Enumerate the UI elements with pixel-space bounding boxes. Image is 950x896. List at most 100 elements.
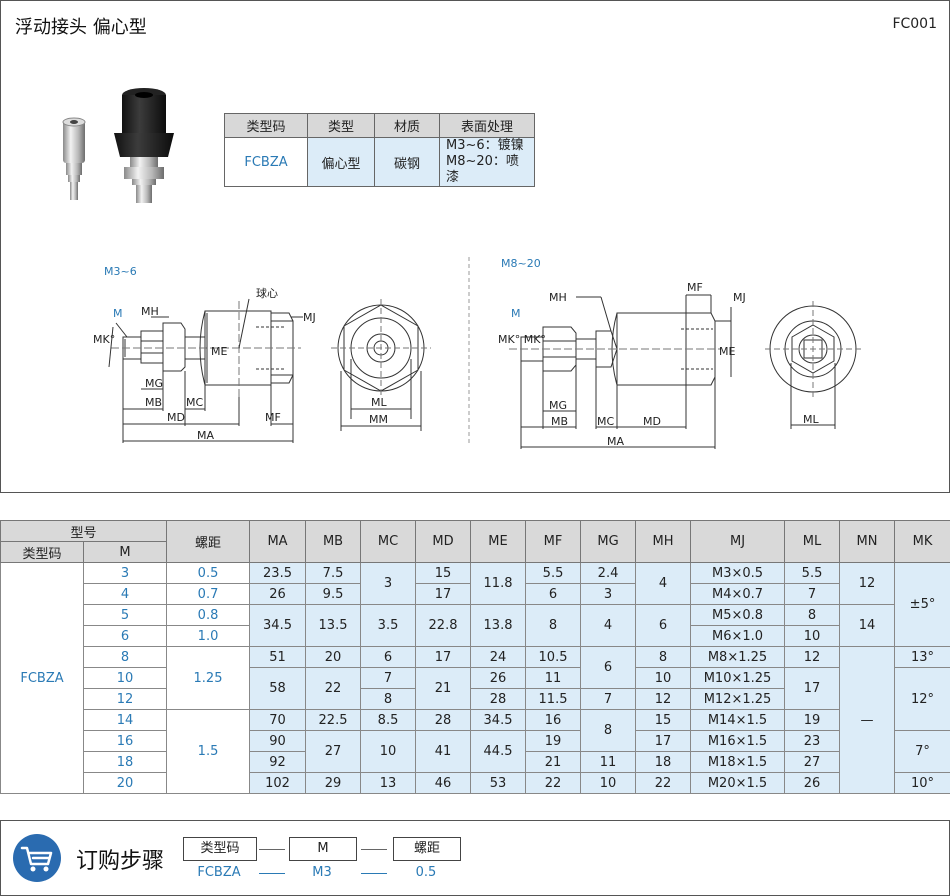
label-ml-left: ML [371,396,387,409]
mh-cell: 18 [635,751,692,773]
mc-cell: 3 [360,562,417,605]
mj-cell: M16×1.5 [690,730,786,752]
md-cell: 15 [415,562,472,584]
label-mh-left: MH [141,305,159,318]
header-type-code: 类型码 [0,541,84,563]
header-m: M [82,541,168,563]
label-mf-right: MF [687,281,703,294]
mh-cell: 4 [635,562,692,605]
cart-icon [13,834,61,882]
mg-cell: 8 [580,709,637,752]
label-mk-left: MK° [93,333,115,346]
type-finish-cell: M3~6：镀镍 M8~20：喷漆 [439,137,535,187]
type-header-material: 材质 [374,113,440,138]
table-row: FCBZA 3 0.5 23.5 7.5 3 15 11.8 5.5 2.4 4… [0,562,950,794]
mg-cell: 11 [580,751,637,773]
ml-cell: 12 [784,646,841,668]
mk-cell: 12° [894,667,950,731]
mg-cell: 10 [580,772,637,794]
product-panel: 浮动接头 偏心型 FC001 类型码 类型 [0,0,950,493]
ml-cell: 8 [784,604,841,626]
mf-cell: 11.5 [525,688,582,710]
ml-cell: 7 [784,583,841,605]
order-separator-blue [259,873,285,874]
header-ml: ML [784,520,841,563]
pitch-cell: 1.0 [166,625,251,647]
m-cell: 10 [82,667,168,689]
label-ml-right: ML [803,413,819,426]
ma-cell: 58 [249,667,307,710]
mj-cell: M12×1.25 [690,688,786,710]
mf-cell: 6 [525,583,582,605]
md-cell: 17 [415,583,472,605]
mj-cell: M6×1.0 [690,625,786,647]
mj-cell: M3×0.5 [690,562,786,584]
m-cell: 18 [82,751,168,773]
table-row: 20 102 29 13 46 53 22 10 22 M20×1.5 26 1… [1,772,950,794]
label-mc-left: MC [186,396,203,409]
finish-line-2: M8~20：喷漆 [446,154,519,185]
label-mk-right: MK° MK° [498,333,546,346]
label-ma-left: MA [197,429,214,442]
label-mb-right: MB [551,415,568,428]
mb-cell: 29 [305,772,362,794]
mh-cell: 12 [635,688,692,710]
mh-cell: 10 [635,667,692,689]
type-type-cell: 偏心型 [307,137,375,187]
header-mj: MJ [690,520,786,563]
m-cell: 8 [82,646,168,668]
mj-cell: M14×1.5 [690,709,786,731]
header-model: 型号 [0,520,168,542]
md-cell: 22.8 [415,604,472,647]
mf-cell: 10.5 [525,646,582,668]
mh-cell: 6 [635,604,692,647]
order-separator [259,849,285,850]
order-box-pitch: 螺距 [393,837,461,861]
label-mm-left: MM [369,413,388,426]
mb-cell: 22 [305,667,362,710]
m-cell: 12 [82,688,168,710]
mf-cell: 5.5 [525,562,582,584]
drawing-caption-right: M8~20 [501,257,541,270]
table-row: 12 8 28 11.5 7 12 M12×1.25 [1,688,950,710]
mh-cell: 15 [635,709,692,731]
mb-cell: 13.5 [305,604,362,647]
table-row: 8 1.25 51 20 6 17 24 10.5 6 8 M8×1.25 12… [1,646,950,794]
order-title: 订购步骤 [76,849,165,874]
label-me-right: ME [719,345,735,358]
mc-cell: 7 [360,667,417,689]
header-me: ME [470,520,527,563]
header-mn: MN [839,520,896,563]
label-mc-right: MC [597,415,614,428]
ma-cell: 70 [249,709,307,731]
mj-cell: M4×0.7 [690,583,786,605]
ml-cell: 26 [784,772,841,794]
pitch-cell: 1.25 [166,646,251,710]
label-ball-center: 球心 [256,286,278,300]
label-md-left: MD [167,411,185,424]
header-pitch: 螺距 [166,520,251,563]
header-ma: MA [249,520,307,563]
mh-cell: 22 [635,772,692,794]
md-cell: 28 [415,709,472,731]
mg-cell: 2.4 [580,562,637,584]
mj-cell: M8×1.25 [690,646,786,668]
mj-cell: M20×1.5 [690,772,786,794]
table-row: 10 58 22 7 21 26 11 10 M10×1.25 17 12° [1,667,950,731]
mf-cell: 8 [525,604,582,647]
me-cell: 34.5 [470,709,527,731]
m-cell: 5 [82,604,168,626]
header-mg: MG [580,520,637,563]
type-header-finish: 表面处理 [439,113,535,138]
m-cell: 16 [82,730,168,752]
order-value-m: M3 [312,865,332,880]
label-mj-left: MJ [303,311,316,324]
me-cell: 26 [470,667,527,689]
mh-cell: 8 [635,646,692,668]
me-cell: 44.5 [470,730,527,773]
ml-cell: 5.5 [784,562,841,584]
ml-cell: 23 [784,730,841,752]
header-mf: MF [525,520,582,563]
mb-cell: 9.5 [305,583,362,605]
mf-cell: 16 [525,709,582,731]
